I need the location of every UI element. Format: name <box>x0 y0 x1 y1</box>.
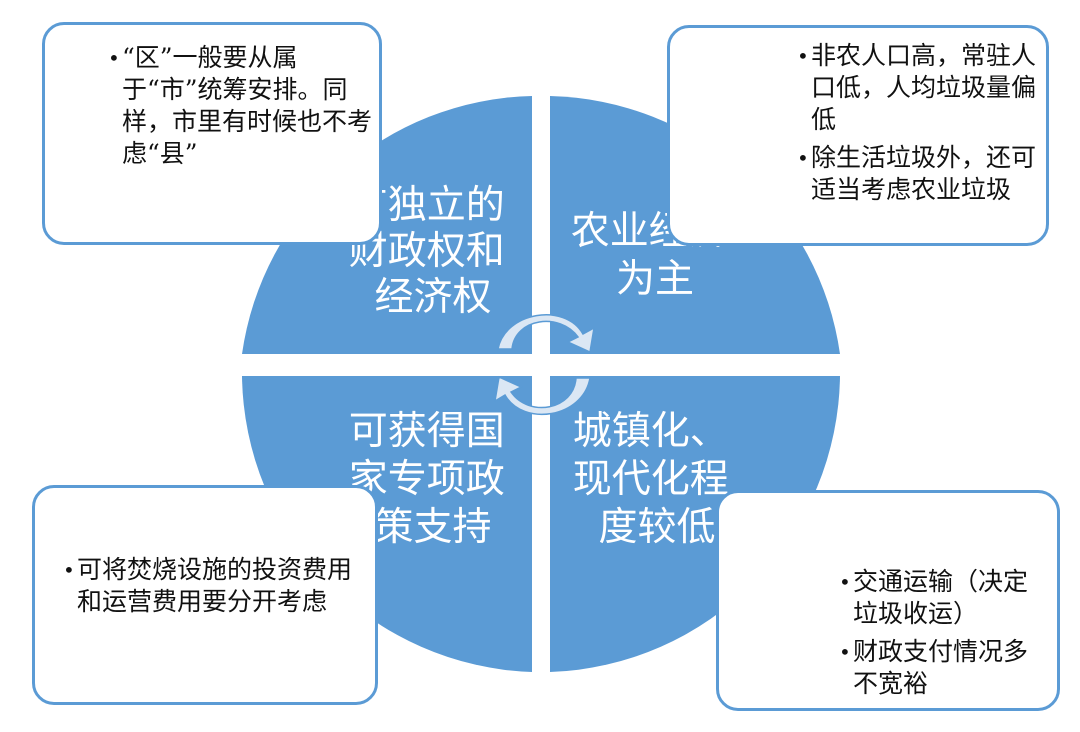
circular-arrows-icon <box>493 314 595 416</box>
quadrant-bottom-right <box>550 376 840 672</box>
callout-bottom-left: 可将焚烧设施的投资费用和运营费用要分开考虑 <box>32 485 378 705</box>
callout-top-left-bullet-1: “区”一般要从属于“市”统筹安排。同样，市里有时候也不考虑“县” <box>108 42 379 170</box>
callout-top-right-bullet-2: 除生活垃圾外，还可适当考虑农业垃圾 <box>797 142 1036 206</box>
callout-bottom-right-list: 交通运输（决定垃圾收运） 财政支付情况多不宽裕 <box>839 566 1049 700</box>
callout-top-right-bullet-1: 非农人口高，常驻人口低，人均垃圾量偏低 <box>797 40 1036 136</box>
callout-bottom-right: 交通运输（决定垃圾收运） 财政支付情况多不宽裕 <box>716 490 1060 711</box>
quadrant-bottom-left-text: 可获得国 家专项政 策支持 <box>349 409 517 550</box>
quadrant-top-left <box>242 96 532 354</box>
quadrant-bottom-right-text: 城镇化、 现代化程 度较低 <box>573 409 741 550</box>
callout-top-right: 非农人口高，常驻人口低，人均垃圾量偏低 除生活垃圾外，还可适当考虑农业垃圾 <box>667 25 1049 246</box>
callout-bottom-right-bullet-2: 财政支付情况多不宽裕 <box>839 636 1049 700</box>
callout-top-left-list: “区”一般要从属于“市”统筹安排。同样，市里有时候也不考虑“县” <box>108 42 379 170</box>
callout-top-left: “区”一般要从属于“市”统筹安排。同样，市里有时候也不考虑“县” <box>42 22 382 245</box>
callout-bottom-left-list: 可将焚烧设施的投资费用和运营费用要分开考虑 <box>63 554 367 618</box>
quadrant-bottom-left <box>242 376 532 672</box>
callout-top-right-list: 非农人口高，常驻人口低，人均垃圾量偏低 除生活垃圾外，还可适当考虑农业垃圾 <box>797 40 1036 206</box>
callout-bottom-left-bullet-1: 可将焚烧设施的投资费用和运营费用要分开考虑 <box>63 554 367 618</box>
callout-bottom-right-bullet-1: 交通运输（决定垃圾收运） <box>839 566 1049 630</box>
